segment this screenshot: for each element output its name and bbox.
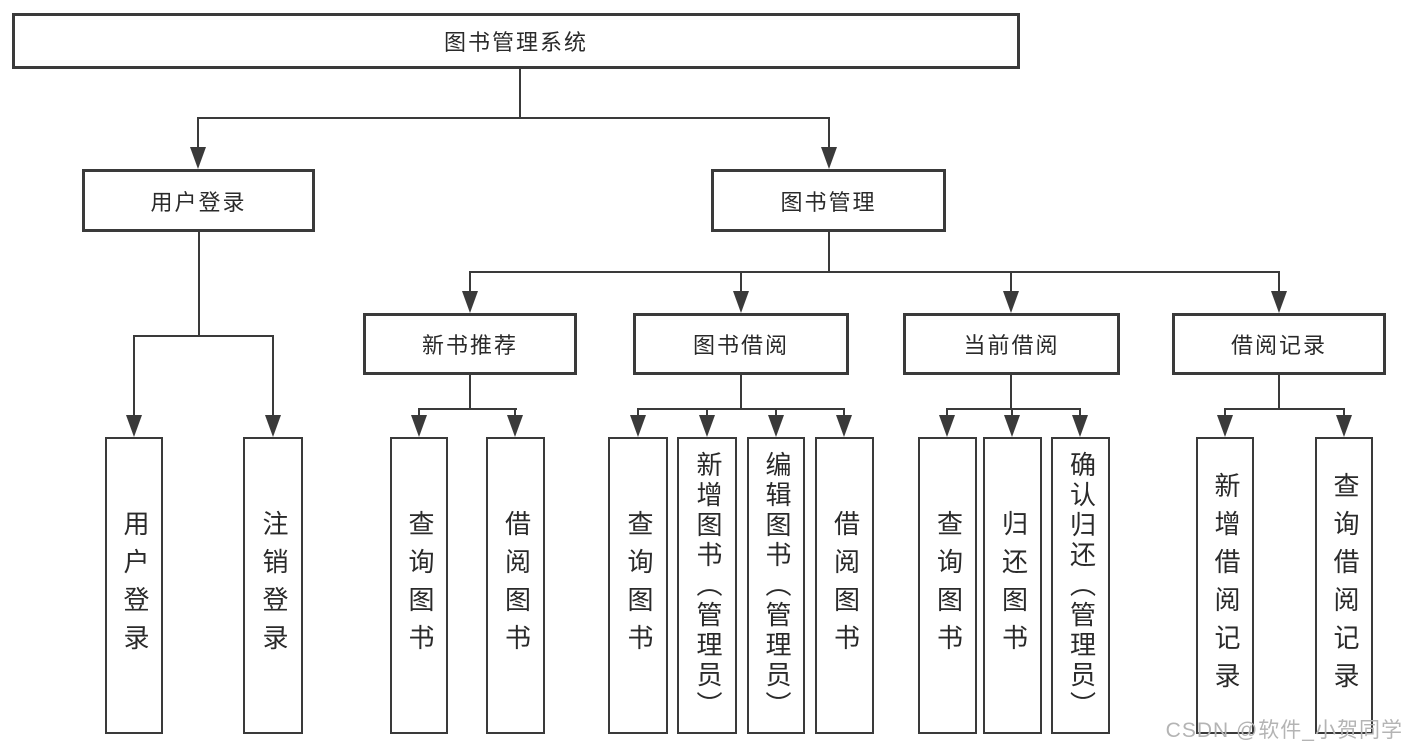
connector-line <box>828 117 830 151</box>
connector-line <box>418 408 517 410</box>
connector-line <box>1224 408 1345 410</box>
node-book-borrowing-label: 图书借阅 <box>692 333 789 358</box>
leaf-return-books: 归还图书 <box>983 437 1042 734</box>
connector-line <box>1010 375 1012 409</box>
connector-line <box>946 408 1081 410</box>
leaf-recommend-query-books: 查询图书 <box>390 437 448 734</box>
connector-line <box>1079 408 1081 418</box>
node-user-login: 用户登录 <box>82 169 315 232</box>
node-book-management: 图书管理 <box>711 169 946 232</box>
connector-line <box>197 117 830 119</box>
connector-line <box>740 271 742 293</box>
leaf-borrowing-query-books: 查询图书 <box>608 437 668 734</box>
connector-line <box>133 335 274 337</box>
arrowhead-down-icon <box>1271 291 1287 313</box>
node-new-book-recommend-label: 新书推荐 <box>421 333 518 358</box>
arrowhead-down-icon <box>1217 415 1233 437</box>
node-user-login-label: 用户登录 <box>150 189 247 215</box>
connector-line <box>828 232 830 272</box>
node-book-borrowing: 图书借阅 <box>633 313 849 375</box>
connector-line <box>637 408 639 418</box>
connector-line <box>706 408 708 418</box>
connector-line <box>197 117 199 151</box>
connector-line <box>843 408 845 418</box>
connector-line <box>272 335 274 417</box>
arrowhead-down-icon <box>507 415 523 437</box>
node-root-label: 图书管理系统 <box>443 30 588 55</box>
leaf-logout-label: 注销登录 <box>258 509 289 662</box>
arrowhead-down-icon <box>1004 415 1020 437</box>
node-current-borrowing-label: 当前借阅 <box>963 333 1060 358</box>
connector-line <box>740 375 742 409</box>
connector-line <box>1010 271 1012 293</box>
leaf-borrowing-borrow-books-label: 借阅图书 <box>830 509 861 662</box>
leaf-edit-books-admin-label: 编辑图书（管理员） <box>761 450 792 721</box>
arrowhead-down-icon <box>1072 415 1088 437</box>
leaf-user-login-label: 用户登录 <box>119 509 150 662</box>
leaf-recommend-borrow-books-label: 借阅图书 <box>501 509 532 662</box>
leaf-return-books-label: 归还图书 <box>998 509 1029 662</box>
connector-line <box>469 271 471 293</box>
connector-line <box>519 69 521 118</box>
leaf-confirm-return-admin-label: 确认归还（管理员） <box>1066 450 1097 721</box>
leaf-current-query-books-label: 查询图书 <box>933 509 964 662</box>
arrowhead-down-icon <box>126 415 142 437</box>
arrowhead-down-icon <box>190 147 206 169</box>
leaf-edit-books-admin: 编辑图书（管理员） <box>747 437 805 734</box>
leaf-borrowing-query-books-label: 查询图书 <box>623 509 654 662</box>
connector-line <box>1278 271 1280 293</box>
connector-line <box>469 271 1280 273</box>
leaf-logout: 注销登录 <box>243 437 303 734</box>
node-new-book-recommend: 新书推荐 <box>363 313 577 375</box>
connector-line <box>198 232 200 336</box>
arrowhead-down-icon <box>836 415 852 437</box>
connector-line <box>1011 408 1013 418</box>
arrowhead-down-icon <box>1336 415 1352 437</box>
arrowhead-down-icon <box>699 415 715 437</box>
leaf-query-borrow-record: 查询借阅记录 <box>1315 437 1373 734</box>
arrowhead-down-icon <box>768 415 784 437</box>
leaf-current-query-books: 查询图书 <box>918 437 977 734</box>
arrowhead-down-icon <box>630 415 646 437</box>
leaf-borrowing-borrow-books: 借阅图书 <box>815 437 874 734</box>
arrowhead-down-icon <box>1003 291 1019 313</box>
connector-line <box>1224 408 1226 418</box>
connector-line <box>946 408 948 418</box>
leaf-recommend-query-books-label: 查询图书 <box>404 509 435 662</box>
connector-line <box>469 375 471 409</box>
arrowhead-down-icon <box>462 291 478 313</box>
leaf-recommend-borrow-books: 借阅图书 <box>486 437 545 734</box>
csdn-watermark: CSDN @软件_小贺同学 <box>1165 719 1403 742</box>
arrowhead-down-icon <box>265 415 281 437</box>
arrowhead-down-icon <box>733 291 749 313</box>
node-root: 图书管理系统 <box>12 13 1020 69</box>
leaf-add-books-admin-label: 新增图书（管理员） <box>692 450 723 721</box>
node-book-management-label: 图书管理 <box>780 189 877 215</box>
connector-line <box>1278 375 1280 409</box>
connector-line <box>1343 408 1345 418</box>
leaf-add-borrow-record-label: 新增借阅记录 <box>1210 471 1241 700</box>
arrowhead-down-icon <box>939 415 955 437</box>
leaf-query-borrow-record-label: 查询借阅记录 <box>1329 471 1360 700</box>
arrowhead-down-icon <box>411 415 427 437</box>
connector-line <box>775 408 777 418</box>
connector-line <box>637 408 845 410</box>
node-current-borrowing: 当前借阅 <box>903 313 1120 375</box>
leaf-confirm-return-admin: 确认归还（管理员） <box>1051 437 1110 734</box>
connector-line <box>418 408 420 418</box>
arrowhead-down-icon <box>821 147 837 169</box>
node-borrowing-records-label: 借阅记录 <box>1230 333 1327 358</box>
connector-line <box>133 335 135 417</box>
node-borrowing-records: 借阅记录 <box>1172 313 1386 375</box>
connector-line <box>514 408 516 418</box>
leaf-add-borrow-record: 新增借阅记录 <box>1196 437 1254 734</box>
leaf-add-books-admin: 新增图书（管理员） <box>677 437 737 734</box>
leaf-user-login: 用户登录 <box>105 437 163 734</box>
